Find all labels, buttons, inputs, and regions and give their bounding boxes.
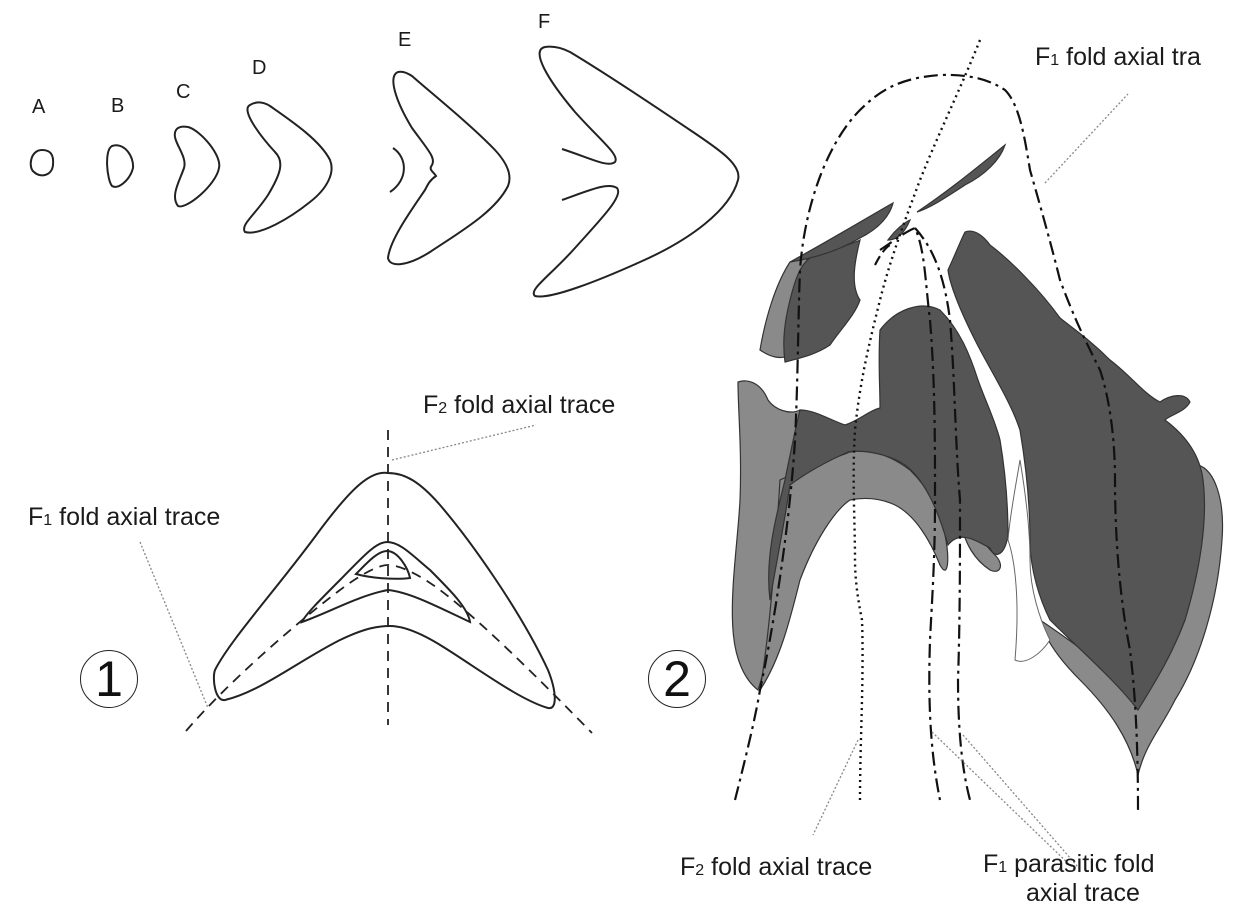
stage-shapes: [29, 45, 740, 298]
panel2-traces: [733, 39, 1140, 811]
stage-f-shape: [532, 45, 740, 298]
panel2-f1-parasitic-trace-1: [879, 226, 942, 801]
f1-text: fold axial trace: [52, 503, 221, 531]
panel1-core: [354, 549, 412, 580]
f2-bottom-subscript: 2: [695, 862, 705, 879]
panel2-f1-parasitic-label: F1 parasitic fold: [983, 852, 1154, 877]
stage-a-shape: [29, 148, 55, 177]
f2-text: fold axial trace: [447, 391, 616, 419]
f2-subscript: 2: [438, 400, 448, 417]
stage-label-a: A: [32, 96, 46, 118]
panel1-diagram: [185, 430, 593, 734]
f2-bottom-prefix: F: [680, 853, 696, 881]
f1-top-text: fold axial tra: [1059, 43, 1201, 71]
f2-bottom-text: fold axial trace: [704, 853, 873, 881]
stage-label-f: F: [538, 11, 551, 33]
stage-label-d: D: [252, 57, 267, 79]
stage-b-shape: [106, 144, 135, 188]
panel-number-1: 1: [80, 650, 138, 708]
panel2-parasitic-leader-1: [931, 731, 1076, 871]
panel1-f1-leader: [139, 541, 209, 709]
panel1-f2-trace-label: F2 fold axial trace: [423, 393, 615, 418]
map-unit-dark-sliver-top: [789, 201, 894, 263]
map-unit-dark-sliver-right: [916, 143, 1007, 213]
stage-e-inner-arc: [389, 147, 405, 193]
panel1-inner-layer: [300, 540, 472, 624]
map-unit-dark-right: [947, 230, 1206, 712]
panel2-f1-top-leader: [1044, 93, 1129, 184]
panel-number-2: 2: [648, 650, 706, 708]
stage-c-shape: [173, 125, 221, 208]
map-unit-dark-left: [768, 305, 1009, 601]
f1-parasitic-subscript: 1: [998, 859, 1008, 876]
panel1-leaders: [139, 424, 537, 709]
f1-prefix: F: [28, 503, 44, 531]
stage-label-b: B: [111, 95, 125, 117]
stage-label-e: E: [398, 29, 412, 51]
panel2-parasitic-leader-2: [962, 734, 1079, 868]
panel2-leaders: [812, 93, 1129, 871]
panel2-f1-parasitic-trace-3: [874, 244, 891, 266]
panel2-f2-bottom-label: F2 fold axial trace: [680, 855, 872, 880]
f1-top-prefix: F: [1035, 43, 1051, 71]
panel1-f1-trace-label: F1 fold axial trace: [28, 505, 220, 530]
f1-parasitic-prefix: F: [983, 850, 999, 878]
panel1-f2-leader: [391, 424, 537, 461]
f1-subscript: 1: [43, 512, 53, 529]
panel2-f1-parasitic-trace-2: [914, 227, 972, 801]
panel1-outer-layer: [212, 471, 556, 710]
stage-label-c: C: [176, 81, 191, 103]
panel2-f1-parasitic-label-line2: axial trace: [1026, 879, 1140, 907]
map-unit-dark-sliver-center: [886, 218, 912, 241]
f2-prefix: F: [423, 391, 439, 419]
panel1-f1-axial-trace: [185, 564, 593, 734]
panel2-f2-bottom-leader: [812, 739, 859, 836]
stage-d-shape: [243, 101, 333, 234]
panel2-f2-axial-trace: [852, 39, 982, 801]
panel2-map: [731, 143, 1224, 776]
f1-parasitic-text: parasitic fold: [1007, 850, 1155, 878]
panel2-f1-top-label: F1 fold axial tra: [1035, 45, 1201, 70]
panel2-f1-axial-trace: [733, 73, 1140, 811]
map-unit-dark-upper-left: [783, 238, 861, 363]
f1-top-subscript: 1: [1050, 52, 1060, 69]
map-white-channel: [1007, 459, 1051, 662]
stage-e-shape: [386, 70, 511, 266]
